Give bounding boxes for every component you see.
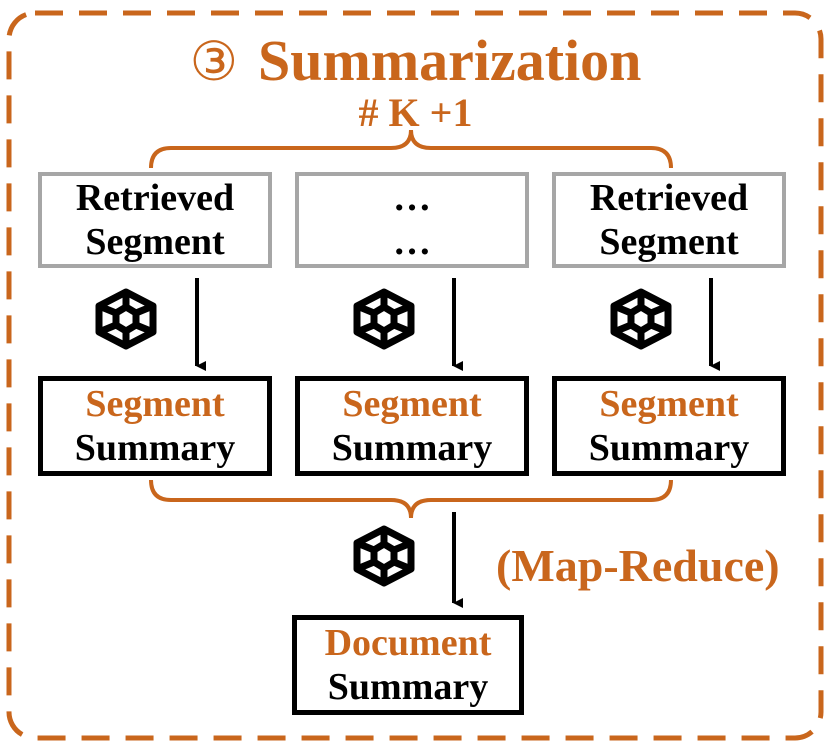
- bottom-brace: [149, 479, 673, 519]
- box-line: Summary: [588, 427, 750, 469]
- box-line: Summary: [331, 427, 493, 469]
- box-line: Retrieved: [75, 177, 235, 219]
- segment-summary-box: Segment Summary: [552, 376, 786, 476]
- openai-logo-icon: [99, 292, 153, 346]
- box-line: Segment: [599, 383, 739, 425]
- openai-logo-icon: [614, 292, 668, 346]
- box-line: Segment: [85, 383, 225, 425]
- box-line: …: [393, 177, 431, 219]
- box-line: Segment: [342, 383, 482, 425]
- box-line: Segment: [599, 221, 739, 263]
- openai-logo-icon: [357, 529, 411, 583]
- retrieved-segment-box: Retrieved Segment: [38, 172, 272, 268]
- method-label: (Map-Reduce): [496, 540, 780, 591]
- box-line: Summary: [327, 666, 489, 708]
- section-title: ③ Summarization: [0, 28, 831, 95]
- top-brace: [149, 129, 673, 169]
- box-line: Summary: [74, 427, 236, 469]
- step-marker: ③: [189, 30, 238, 93]
- retrieved-segment-box: Retrieved Segment: [552, 172, 786, 268]
- box-line: Segment: [85, 221, 225, 263]
- box-line: Document: [324, 622, 492, 664]
- segment-summary-box: Segment Summary: [295, 376, 529, 476]
- section-frame: [6, 10, 824, 741]
- title-text: Summarization: [257, 28, 642, 93]
- retrieved-segment-box: … …: [295, 172, 529, 268]
- segment-count-label: # K +1: [358, 90, 473, 135]
- openai-logo-icon: [357, 292, 411, 346]
- document-summary-box: Document Summary: [292, 615, 524, 715]
- box-line: Retrieved: [589, 177, 749, 219]
- box-line: …: [393, 221, 431, 263]
- segment-summary-box: Segment Summary: [38, 376, 272, 476]
